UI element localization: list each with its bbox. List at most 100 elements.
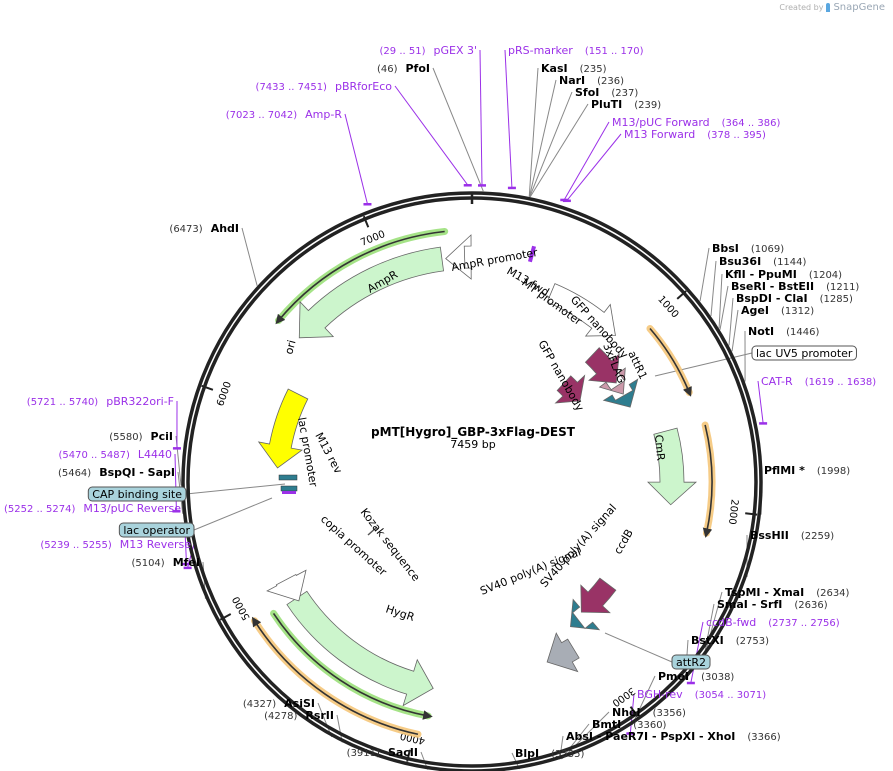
- primer-m13-puc-forward[interactable]: M13/pUC Forward(364 .. 386): [612, 116, 780, 129]
- attr1-feature[interactable]: [602, 378, 639, 408]
- enzyme-nari[interactable]: NarI(236): [559, 74, 624, 87]
- mt-promoter-feature[interactable]: [546, 283, 616, 337]
- attr2-arrow-feature[interactable]: [570, 598, 601, 631]
- enzyme-bstxi[interactable]: BstXI(2753): [691, 634, 769, 647]
- feature-label-attr2[interactable]: attR2: [671, 654, 711, 670]
- site-name: BspDI - ClaI: [736, 292, 808, 305]
- orf-arc-upper-right[interactable]: [649, 328, 692, 397]
- site-position: (4327): [243, 699, 276, 710]
- pgex-3-primer-mark: [478, 184, 487, 187]
- asisi-leader-line: [317, 702, 333, 738]
- hygr-feature[interactable]: [286, 590, 434, 707]
- site-name: Amp-R: [305, 108, 342, 121]
- enzyme-pluti[interactable]: PluTI(239): [591, 98, 661, 111]
- site-name: L4440: [138, 448, 172, 461]
- site-position: (4278): [264, 711, 297, 722]
- cap-binding-site-leader-line: [185, 483, 286, 495]
- site-name: KflI - PpuMI: [725, 268, 797, 281]
- orf-arc-right[interactable]: [702, 424, 713, 538]
- primer-amp-r[interactable]: Amp-R (7023 .. 7042): [226, 108, 343, 121]
- enzyme-agei[interactable]: AgeI(1312): [741, 304, 814, 317]
- site-name: BbsI: [712, 242, 739, 255]
- site-position: (3054 .. 3071): [695, 690, 767, 701]
- primer-prs-marker[interactable]: pRS-marker(151 .. 170): [508, 44, 644, 57]
- feature-label-lac-operator[interactable]: lac operator: [118, 522, 195, 538]
- ccdb-feature[interactable]: [580, 577, 617, 614]
- ampr-promoter-feature[interactable]: [445, 234, 472, 280]
- enzyme-nhei[interactable]: NheI(3356): [612, 706, 686, 719]
- enzyme-bspqi-sapi[interactable]: BspQI - SapI(5464): [58, 466, 175, 479]
- l4440-leader-line: [174, 453, 177, 512]
- feature-label-cmr: CmR: [652, 434, 667, 461]
- site-name: BssHII: [750, 529, 789, 542]
- enzyme-mfei[interactable]: MfeI(5104): [131, 556, 200, 569]
- site-position: (378 .. 395): [707, 130, 766, 141]
- feature-label-ori: ori: [282, 339, 298, 356]
- primer-bgh-rev[interactable]: BGH-rev(3054 .. 3071): [637, 688, 766, 701]
- ori-feature[interactable]: [257, 388, 309, 469]
- enzyme-kasi[interactable]: KasI(235): [541, 62, 607, 75]
- enzyme-sacii[interactable]: SacII(3911): [347, 746, 418, 759]
- enzyme-bbsi[interactable]: BbsI(1069): [712, 242, 784, 255]
- ampr-feature[interactable]: [298, 246, 445, 339]
- site-position: (2737 .. 2756): [768, 618, 840, 629]
- primer-l4440[interactable]: L4440 (5470 .. 5487): [58, 448, 172, 461]
- enzyme-sfoi[interactable]: SfoI(237): [575, 86, 638, 99]
- primer-pgex-3[interactable]: pGEX 3'(29 .. 51): [380, 44, 477, 57]
- enzyme-bmti[interactable]: BmtI(3360): [592, 718, 667, 731]
- enzyme-bsshii[interactable]: BssHII(2259): [750, 529, 834, 542]
- site-position: (235): [580, 64, 607, 75]
- credit-brand: SnapGene: [833, 2, 885, 13]
- enzyme-tspmi-xmai[interactable]: TspMI - XmaI(2634): [725, 586, 850, 599]
- primer-m13-reverse[interactable]: M13 Reverse(5239 .. 5255): [40, 538, 191, 551]
- enzyme-rsrii[interactable]: RsrII (4278): [264, 709, 334, 722]
- tspmi-xmai-leader-line: [703, 591, 723, 658]
- feature-label-cap-binding-site[interactable]: CAP binding site: [87, 486, 187, 502]
- enzyme-blpi[interactable]: BlpI(3535): [515, 747, 584, 760]
- site-position: (7023 .. 7042): [226, 110, 298, 121]
- feature-label-sv40-poly-a-signal: SV40 poly(A) signal: [538, 501, 620, 590]
- enzyme-bseri-bsteii[interactable]: BseRI - BstEII(1211): [731, 280, 859, 293]
- cmr-feature[interactable]: [647, 427, 698, 506]
- ampr-orf-arc[interactable]: [275, 230, 445, 325]
- site-position: (2636): [794, 600, 827, 611]
- site-position: (29 .. 51): [380, 46, 426, 57]
- m13-forward-leader-line: [566, 133, 622, 201]
- gfp-nanobody-feature[interactable]: [584, 347, 620, 384]
- enzyme-pfoi[interactable]: PfoI(46): [377, 62, 430, 75]
- enzyme-kfli-ppumi[interactable]: KflI - PpuMI(1204): [725, 268, 842, 281]
- primer-pbr322ori-f[interactable]: pBR322ori-F(5721 .. 5740): [27, 395, 174, 408]
- primer-ccdb-fwd[interactable]: ccdB-fwd(2737 .. 2756): [706, 616, 840, 629]
- site-name: BseRI - BstEII: [731, 280, 814, 293]
- enzyme-pcii[interactable]: PciI(5580): [109, 430, 173, 443]
- feature-label-lac-uv5-promoter[interactable]: lac UV5 promoter: [751, 345, 857, 361]
- site-name: RsrII: [305, 709, 334, 722]
- primer-m13-forward[interactable]: M13 Forward(378 .. 395): [624, 128, 766, 141]
- bgh-rev-primer-mark: [626, 732, 635, 735]
- enzyme-bsu36i[interactable]: Bsu36I(1144): [719, 255, 807, 268]
- site-position: (5470 .. 5487): [58, 450, 130, 461]
- sv40-polya-feature[interactable]: [546, 632, 580, 673]
- enzyme-ahdi[interactable]: AhdI(6473): [169, 222, 239, 235]
- copia-promoter-feature[interactable]: [266, 569, 307, 602]
- gfp-nanobody-2-feature[interactable]: [554, 374, 586, 404]
- enzyme-absi-paer7i-pspxi-xhoi[interactable]: AbsI - PaeR7I - PspXI - XhoI(3366): [566, 730, 781, 743]
- primer-pbrforeco[interactable]: pBRforEco(7433 .. 7451): [256, 80, 393, 93]
- orf-arc-bottom[interactable]: [251, 616, 419, 736]
- hygr-orf-arc[interactable]: [272, 612, 433, 720]
- enzyme-pmei[interactable]: PmeI(3038): [658, 670, 734, 683]
- site-position: (2634): [816, 588, 849, 599]
- enzyme-smai-srfi[interactable]: SmaI - SrfI(2636): [717, 598, 828, 611]
- enzyme-asisi[interactable]: AsiSI(4327): [243, 697, 315, 710]
- 3xflag-feature[interactable]: [598, 367, 626, 395]
- snapgene-logo-icon: [826, 3, 831, 12]
- primer-m13-puc-reverse[interactable]: M13/pUC Reverse(5252 .. 5274): [4, 502, 181, 515]
- primer-cat-r[interactable]: CAT-R(1619 .. 1638): [761, 375, 876, 388]
- feature-label-box: [118, 522, 195, 538]
- site-position: (1312): [781, 306, 814, 317]
- site-name: BlpI: [515, 747, 539, 760]
- enzyme-pflmi[interactable]: PflMI *(1998): [764, 464, 850, 477]
- enzyme-noti[interactable]: NotI(1446): [748, 325, 819, 338]
- enzyme-bspdi-clai[interactable]: BspDI - ClaI(1285): [736, 292, 853, 305]
- pbrforeco-leader-line: [394, 85, 469, 186]
